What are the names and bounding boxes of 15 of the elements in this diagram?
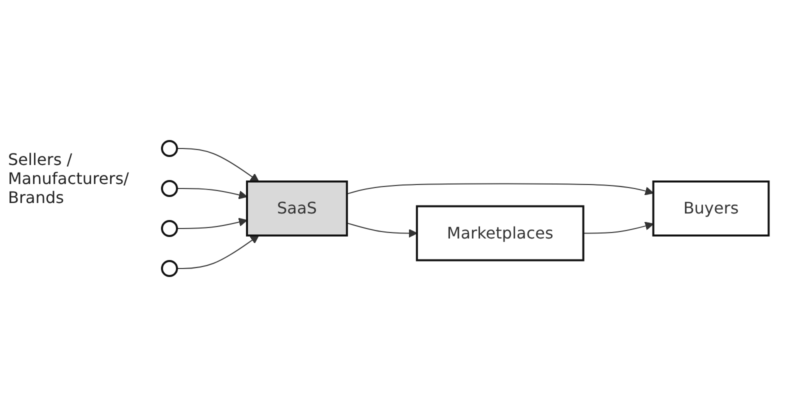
arrow	[346, 222, 417, 238]
arrow	[176, 234, 259, 268]
arrow	[176, 148, 259, 182]
arrow	[176, 217, 248, 228]
node-box: SaaS	[246, 180, 348, 236]
node-circle	[160, 260, 178, 276]
node-circle	[160, 140, 178, 156]
node-box: Marketplaces	[416, 204, 584, 261]
group-label: Sellers / Manufacturers/ Brands	[8, 150, 128, 207]
node-circle	[160, 220, 178, 236]
arrow	[176, 188, 248, 199]
arrow	[346, 182, 654, 195]
node-box: Buyers	[652, 180, 770, 236]
arrow	[582, 221, 654, 234]
node-circle	[160, 180, 178, 196]
